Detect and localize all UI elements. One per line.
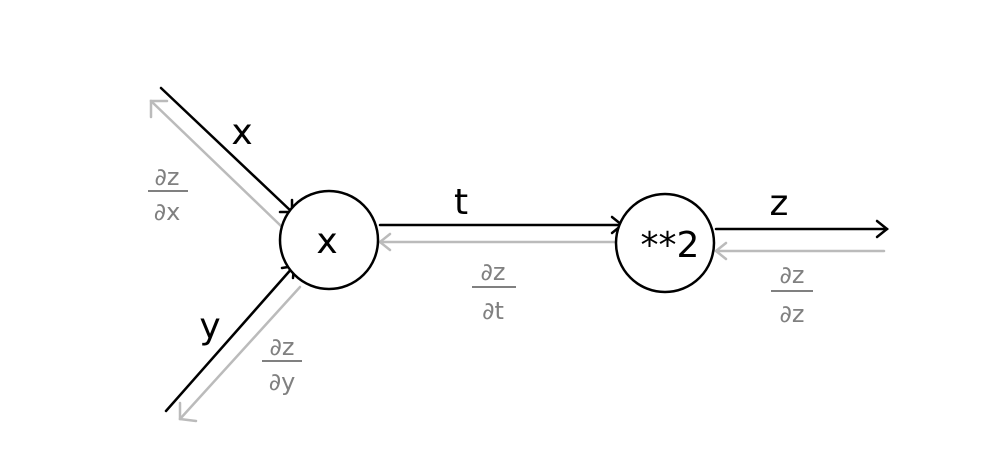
node-square-label: **2 [641,225,700,266]
gradient-dz-dz-numerator: ∂z [779,261,804,289]
edge-x-arrow [159,86,294,214]
edge-label-x: x [231,112,252,153]
gradient-dz-dx-numerator: ∂z [154,163,179,191]
gradient-dz-dx: ∂z ∂x [148,163,188,226]
edge-t-arrow [378,215,625,235]
edge-z-arrow [714,219,890,239]
gradient-dz-dz-denominator: ∂z [779,300,804,328]
gradient-dz-dy: ∂z ∂y [262,333,302,396]
gradient-dz-dx-denominator: ∂x [154,198,181,226]
node-square: **2 [614,192,716,294]
gradient-dz-dt-denominator: ∂t [482,297,504,325]
gradient-dz-dz: ∂z ∂z [771,261,813,328]
node-multiply-label: x [316,221,337,262]
gradient-dz-dy-numerator: ∂z [269,333,294,361]
gradient-dz-dy-denominator: ∂y [269,368,296,396]
edge-label-y: y [199,306,220,347]
forward-arrows [159,86,890,413]
gradient-dz-dt: ∂z ∂t [472,258,516,325]
node-multiply: x [278,189,380,291]
backward-arrows [149,99,886,423]
grad-arrow-t [377,232,619,252]
grad-arrow-x [149,99,283,228]
grad-arrow-y [178,285,302,423]
gradient-dz-dt-numerator: ∂z [480,258,505,286]
edge-label-t: t [454,182,468,223]
grad-arrow-z [713,241,886,261]
edge-label-z: z [770,183,789,224]
